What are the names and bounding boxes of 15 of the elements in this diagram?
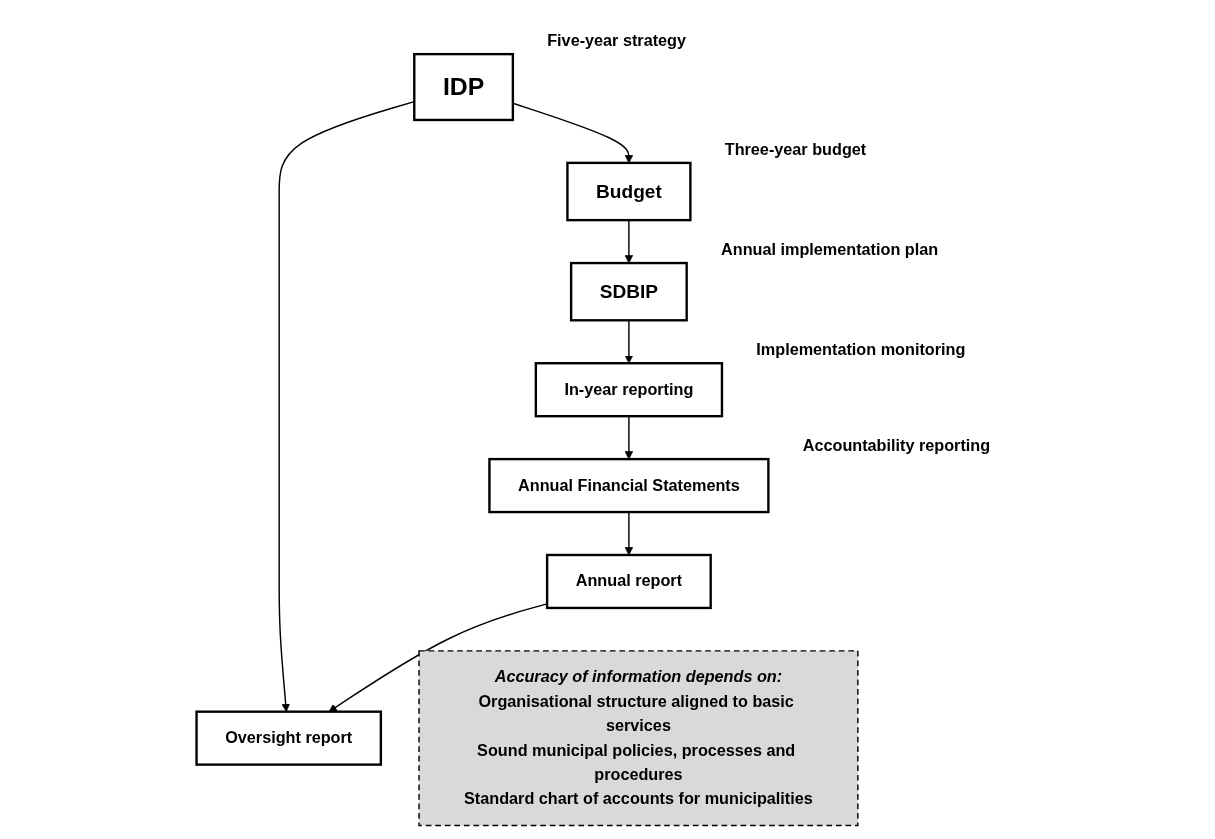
arrow <box>512 102 633 163</box>
node-box: Budget <box>566 161 692 221</box>
node-box: SDBIP <box>569 261 688 321</box>
node-label: Three-year budget <box>724 139 867 159</box>
node-label: Annual implementation plan <box>720 240 939 259</box>
node-box: Annual report <box>545 553 712 609</box>
node-box: IDP <box>412 52 514 121</box>
node-label: Five-year strategy <box>547 31 686 50</box>
node-box: Oversight report <box>195 710 382 766</box>
node-box: In-year reporting <box>534 361 723 417</box>
node-box: Annual Financial Statements <box>488 457 770 513</box>
node-box: Accuracy of information depends on: Organisational structure aligned to basic services Sound municipal policies, processes and procedures Standard chart of accounts for municipalities <box>418 649 859 826</box>
arrow <box>278 100 415 712</box>
node-label: Accountability reporting <box>802 436 990 455</box>
node-label: Implementation monitoring <box>756 340 966 359</box>
